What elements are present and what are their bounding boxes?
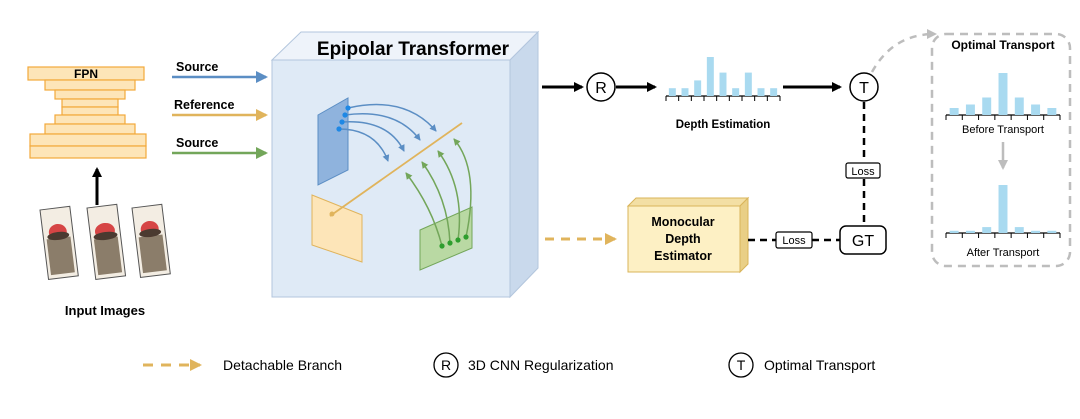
loss-box-vertical — [845, 162, 881, 179]
source-label-bottom: Source — [176, 136, 218, 150]
histogram-bar — [668, 88, 676, 96]
mono-label-line2: Depth — [665, 232, 700, 246]
epipolar-geometry — [311, 97, 473, 271]
before-transport-histogram — [945, 73, 1061, 120]
input-image-2 — [86, 203, 127, 281]
optimal-transport-panel — [930, 32, 1072, 268]
before-transport-label: Before Transport — [962, 124, 1044, 136]
monocular-depth-estimator-box — [626, 196, 750, 274]
histogram-bar — [744, 72, 752, 96]
histogram-bar — [965, 104, 975, 115]
reference-label: Reference — [174, 98, 234, 112]
epipolar-line — [329, 122, 463, 217]
histogram-bar — [949, 230, 959, 233]
input-image-1 — [39, 205, 79, 281]
fpn-stack — [27, 66, 147, 159]
legend-t-symbol — [728, 352, 754, 378]
epipolar-transformer-title: Epipolar Transformer — [317, 39, 510, 60]
histogram-bar — [1014, 97, 1024, 115]
loss-label-vertical: Loss — [851, 166, 875, 178]
mono-label-line3: Estimator — [654, 249, 712, 263]
legend-r-symbol — [433, 352, 459, 378]
histogram-bar — [1014, 227, 1024, 233]
histogram-bar — [681, 88, 689, 96]
legend-t-label: T — [737, 357, 746, 373]
histogram-bar — [982, 97, 992, 115]
histogram-bar — [1031, 230, 1041, 233]
histogram-bar — [998, 185, 1008, 233]
r-node-label: R — [595, 80, 607, 97]
histogram-bar — [694, 80, 702, 96]
gt-label: GT — [852, 233, 874, 250]
input-image-3 — [131, 203, 171, 279]
histogram-bar — [1047, 230, 1057, 233]
histogram-bar — [757, 88, 765, 96]
mono-label-line1: Monocular — [651, 215, 714, 229]
legend-detachable-branch-label: Detachable Branch — [223, 357, 342, 373]
legend-r-label: R — [441, 357, 451, 373]
reference-plane — [311, 194, 363, 263]
histogram-bar — [1047, 108, 1057, 115]
depth-estimation-histogram — [665, 57, 781, 101]
after-transport-label: After Transport — [967, 247, 1040, 259]
input-images — [39, 203, 171, 281]
optimal-transport-title: Optimal Transport — [951, 38, 1054, 52]
r-node — [586, 72, 616, 102]
histogram-bar — [706, 57, 714, 96]
source-plane-top — [317, 97, 349, 186]
depth-estimation-label: Depth Estimation — [676, 119, 771, 131]
histogram-bar — [998, 73, 1008, 115]
histogram-bar — [982, 227, 992, 233]
histogram-bar — [732, 88, 740, 96]
loss-label-horizontal: Loss — [782, 235, 806, 247]
histogram-bar — [719, 72, 727, 96]
histogram-bar — [965, 230, 975, 233]
after-transport-histogram — [945, 185, 1061, 238]
legend: Detachable Branch R 3D CNN Regularizatio… — [143, 352, 875, 378]
t-node-label: T — [859, 80, 869, 97]
histogram-bar — [1031, 104, 1041, 115]
fpn-label: FPN — [74, 67, 98, 81]
t-node — [849, 72, 879, 102]
histogram-bar — [770, 88, 778, 96]
legend-optimal-transport-label: Optimal Transport — [764, 357, 875, 373]
legend-cnn-regularization-label: 3D CNN Regularization — [468, 357, 614, 373]
input-images-label: Input Images — [65, 303, 145, 318]
source-label-top: Source — [176, 60, 218, 74]
t-to-ot-dashed-arrow — [870, 29, 937, 73]
histogram-bar — [949, 108, 959, 115]
epipolar-transformer-cube — [270, 30, 540, 299]
